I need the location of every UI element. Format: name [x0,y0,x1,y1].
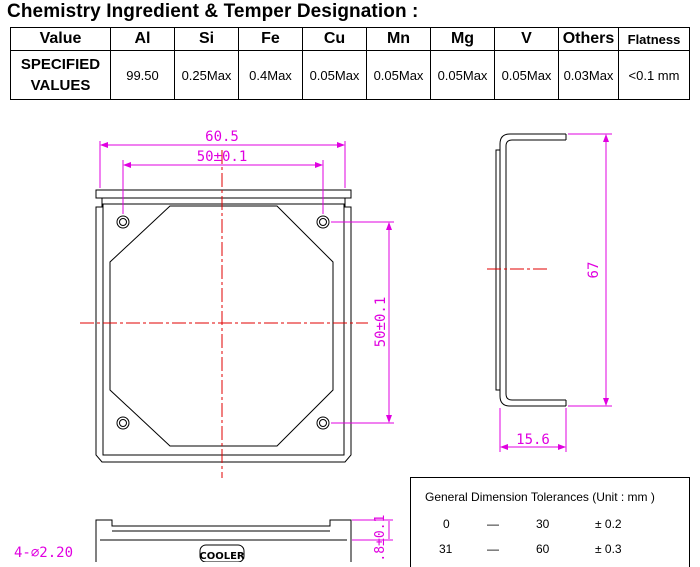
mounting-hole-br [316,416,330,430]
cooler-logo-text: COOLER [199,551,245,562]
tolerance-title: General Dimension Tolerances (Unit : mm … [425,490,655,504]
front-view [95,189,352,463]
mounting-hole-bl [116,416,130,430]
side-profile-outline [499,133,566,407]
side-view [495,133,567,407]
side-profile-inner [505,139,566,401]
mounting-hole-bl-inner [119,419,127,427]
row-label-line2: VALUES [30,77,91,94]
cell-cu: 0.05Max [302,50,367,100]
header-mg: Mg [430,27,495,51]
bottom-view-outline [95,519,352,562]
header-flatness: Flatness [618,27,690,51]
thickness-dimension [352,519,393,541]
mounting-hole-tl-inner [119,218,127,226]
side-dimensions [499,133,612,452]
bottom-view [95,519,352,562]
tolerance-row1-tol: ± 0.2 [595,517,622,531]
mounting-hole-tr [316,215,330,229]
front-dimensions [99,141,394,424]
hole-callout-label: 4-⌀2.20 [14,545,73,561]
cooler-logo-box [199,544,245,562]
header-others: Others [558,27,619,51]
table-row: SPECIFIED VALUES 99.50 0.25Max 0.4Max 0.… [10,50,690,100]
mounting-hole-tr-inner [319,218,327,226]
front-opening [109,205,334,447]
tolerance-box: General Dimension Tolerances (Unit : mm … [410,477,690,567]
cell-fe: 0.4Max [238,50,303,100]
header-v: V [494,27,559,51]
tolerance-row1-from: 0 [443,517,450,531]
tolerance-row1-to: 30 [536,517,550,531]
tolerance-row1-dash: — [487,517,499,531]
cell-flatness: <0.1 mm [618,50,690,100]
cell-mg: 0.05Max [430,50,495,100]
cell-others: 0.03Max [558,50,619,100]
header-si: Si [174,27,239,51]
dim-hole-spacing-v-label: 50±0.1 [373,297,389,348]
chemistry-table: Value Al Si Fe Cu Mn Mg V Others Flatnes… [10,27,690,100]
front-frame-inner [102,203,345,456]
mounting-hole-tl [116,215,130,229]
dim-overall-width-label: 60.5 [205,129,239,145]
tolerance-row2-to: 60 [536,542,550,556]
dim-thickness-label: 1.8±0.1 [373,515,388,562]
row-label-line1: SPECIFIED [20,56,101,73]
cell-mn: 0.05Max [366,50,431,100]
tolerance-row2-dash: — [487,542,499,556]
table-header-row: Value Al Si Fe Cu Mn Mg V Others Flatnes… [10,27,690,51]
dim-depth-label: 15.6 [516,432,550,448]
mounting-hole-br-inner [319,419,327,427]
header-fe: Fe [238,27,303,51]
page-title: Chemistry Ingredient & Temper Designatio… [7,1,419,22]
header-value: Value [10,27,111,51]
tolerance-row2-tol: ± 0.3 [595,542,622,556]
dim-height-label: 67 [586,262,602,279]
mounting-holes [116,215,330,430]
row-label: SPECIFIED VALUES [10,50,111,100]
front-frame-outline [95,189,352,463]
front-centerlines [80,150,368,478]
cell-al: 99.50 [110,50,175,100]
side-panel-flange [495,149,501,391]
dim-hole-spacing-h-label: 50±0.1 [197,149,248,165]
tolerance-row2-from: 31 [439,542,453,556]
